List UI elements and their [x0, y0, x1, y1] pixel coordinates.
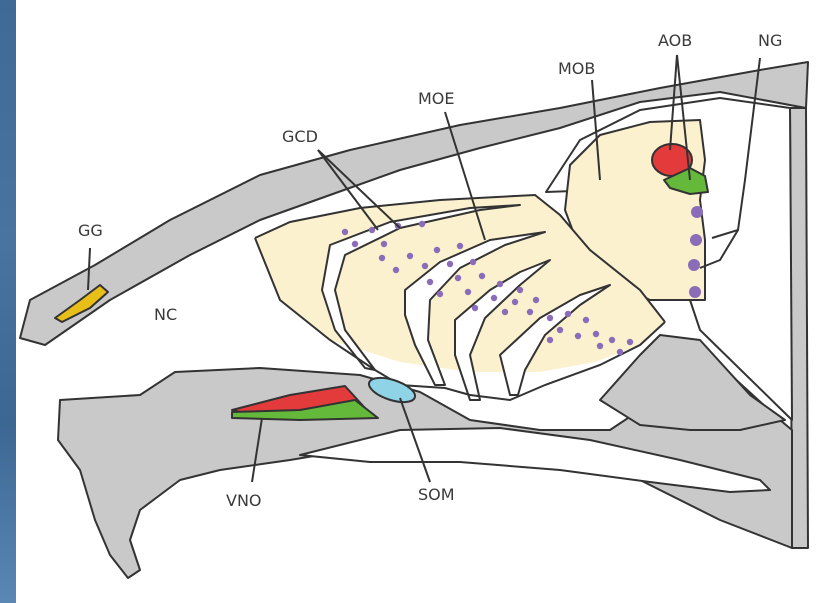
label-som: SOM — [418, 485, 455, 504]
neuron-dot — [575, 333, 581, 339]
neuron-dot — [437, 291, 443, 297]
neuron-dot — [342, 229, 348, 235]
neuron-dot — [609, 337, 615, 343]
label-gg: GG — [78, 221, 103, 240]
neuron-dot — [517, 287, 523, 293]
neuron-dot — [419, 221, 425, 227]
label-nc: NC — [154, 305, 177, 324]
neuron-dot — [427, 279, 433, 285]
neuron-dot — [502, 309, 508, 315]
neuron-dot — [407, 253, 413, 259]
neuron-dot — [422, 263, 428, 269]
neuron-dot — [512, 299, 518, 305]
glomerulus-dot — [689, 286, 701, 298]
neuron-dot — [447, 261, 453, 267]
neuron-dot — [381, 241, 387, 247]
neuron-dot — [465, 289, 471, 295]
neuron-dot — [472, 305, 478, 311]
neuron-dot — [455, 275, 461, 281]
glomerulus-dot — [691, 206, 703, 218]
label-gcd: GCD — [282, 127, 318, 146]
neuron-dot — [352, 241, 358, 247]
neuron-dot — [583, 317, 589, 323]
neuron-dot — [597, 343, 603, 349]
neuron-dot — [479, 273, 485, 279]
neuron-dot — [533, 297, 539, 303]
label-aob: AOB — [658, 31, 692, 50]
glomerulus-dot — [688, 259, 700, 271]
neuron-dot — [369, 227, 375, 233]
label-mob: MOB — [558, 59, 595, 78]
neuron-dot — [617, 349, 623, 355]
neuron-dot — [470, 259, 476, 265]
neuron-dot — [565, 311, 571, 317]
neuron-dot — [547, 315, 553, 321]
neuron-dot — [393, 267, 399, 273]
label-ng: NG — [758, 31, 782, 50]
neuron-dot — [497, 281, 503, 287]
neuron-dot — [547, 337, 553, 343]
glomerulus-dot — [690, 234, 702, 246]
neuron-dot — [491, 295, 497, 301]
label-moe: MOE — [418, 89, 455, 108]
neuron-dot — [593, 331, 599, 337]
neuron-dot — [457, 243, 463, 249]
neuron-dot — [527, 309, 533, 315]
neuron-dot — [557, 327, 563, 333]
label-vno: VNO — [226, 491, 262, 510]
neuron-dot — [379, 255, 385, 261]
neuron-dot — [434, 247, 440, 253]
neuron-dot — [627, 339, 633, 345]
